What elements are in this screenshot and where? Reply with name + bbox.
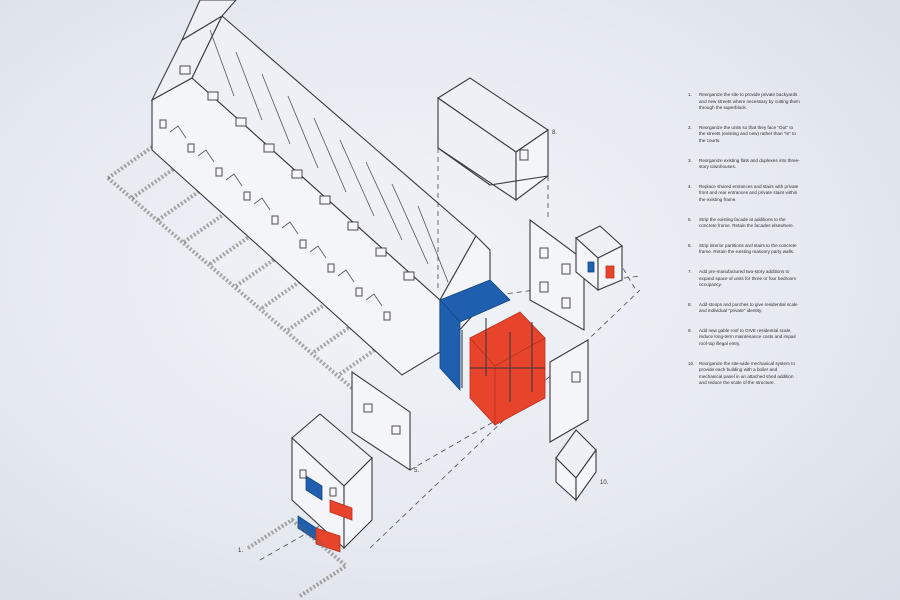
note-text: Strip the existing facade at additions t…	[699, 216, 794, 229]
note-number: 6.	[688, 242, 692, 248]
note-item: 1. Reorganize the site to provide privat…	[688, 92, 800, 112]
note-number: 4.	[688, 183, 692, 189]
mechanical-shed: 10.	[555, 429, 609, 502]
far-unit-house	[575, 225, 623, 292]
design-notes-list: 1. Reorganize the site to provide privat…	[688, 92, 800, 400]
note-item: 4. Replace shared entrances and stairs w…	[688, 184, 800, 204]
note-item: 8. Add stoops and porches to give reside…	[688, 302, 800, 315]
note-text: Reorganize existing flats and duplexes i…	[699, 157, 800, 170]
row-house-block	[150, 0, 491, 376]
note-text: Add new gable roof to GIVE residential s…	[699, 327, 797, 347]
site-tag: 1.	[238, 548, 243, 554]
note-text: Reorganize the site-wide mechanical syst…	[699, 360, 796, 386]
note-number: 7.	[688, 268, 692, 274]
note-item: 5. Strip the existing facade at addition…	[688, 217, 800, 230]
stripped-facade-panel	[529, 218, 589, 443]
note-text: Replace shared entrances and stairs with…	[699, 183, 799, 202]
exploded-gable-roof: 8.	[436, 77, 557, 202]
note-item: 10. Reorganize the site-wide mechanical …	[688, 361, 800, 387]
facade-tag: 5.	[414, 468, 419, 474]
note-number: 10.	[688, 360, 695, 366]
note-item: 2. Reorganize the units so that they fac…	[688, 125, 800, 145]
note-number: 9.	[688, 327, 692, 333]
note-text: Add pre-manufactured two-story additions…	[699, 268, 797, 288]
note-text: Add stoops and porches to give residenti…	[699, 301, 798, 314]
note-number: 2.	[688, 124, 692, 130]
roof-tag: 8.	[552, 130, 557, 136]
new-addition-frame	[439, 279, 546, 427]
note-number: 3.	[688, 157, 692, 163]
note-text: Strip interior partitions and stairs to …	[699, 242, 797, 255]
note-item: 7. Add pre-manufactured two-story additi…	[688, 269, 800, 289]
note-text: Reorganize the site to provide private b…	[699, 92, 800, 111]
note-item: 9. Add new gable roof to GIVE residentia…	[688, 328, 800, 348]
note-item: 3. Reorganize existing flats and duplexe…	[688, 158, 800, 171]
note-item: 6. Strip interior partitions and stairs …	[688, 243, 800, 256]
note-number: 8.	[688, 301, 692, 307]
backyard-fences	[106, 143, 388, 397]
foreground-unit-house: 5. 1.	[238, 370, 419, 598]
note-number: 1.	[688, 92, 692, 97]
note-number: 5.	[688, 216, 692, 222]
note-text: Reorganize the units so that they face "…	[699, 124, 796, 143]
shed-tag: 10.	[600, 480, 609, 486]
